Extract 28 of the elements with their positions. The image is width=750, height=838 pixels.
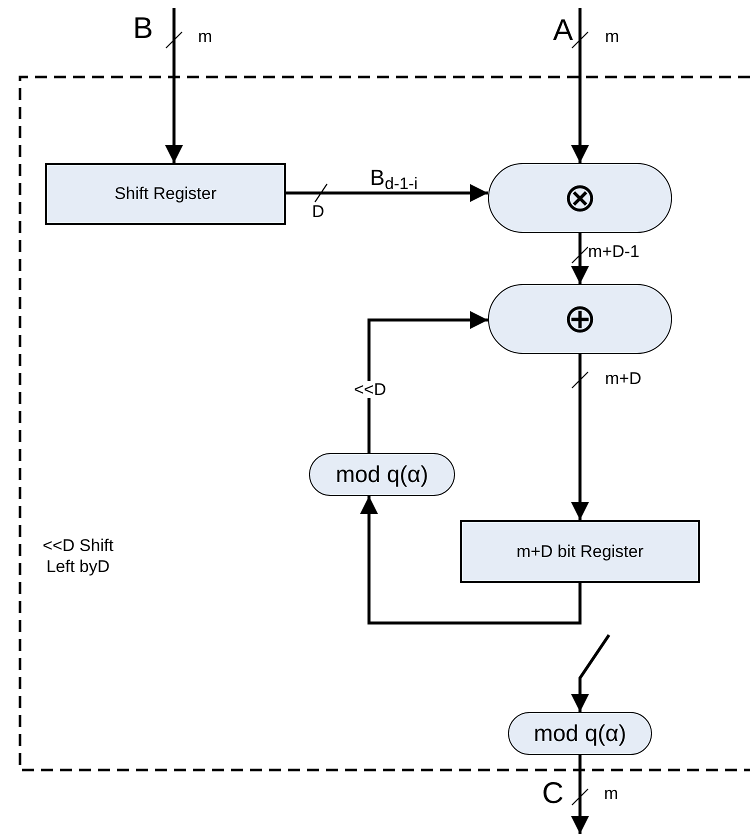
arrow: [571, 8, 589, 163]
register-box: [45, 163, 286, 225]
edge-label: m+D: [605, 370, 642, 387]
signal-label: B$_{d-1-i}$: [370, 164, 418, 192]
edge-label: <<D: [354, 381, 386, 398]
note-text: <<D Shift Left byD: [42, 535, 114, 578]
arrow: [571, 233, 589, 284]
modulo-pill: [508, 712, 652, 755]
arrow: [165, 8, 183, 163]
switch-arrow: [571, 634, 610, 712]
signal-label: B: [133, 11, 154, 47]
edge-label: D: [312, 203, 324, 220]
register-box: [460, 520, 700, 583]
signal-label: C: [542, 776, 564, 812]
edge-label: m+D-1: [588, 243, 640, 260]
operator-symbol: ⊗: [563, 178, 597, 218]
arrow: [286, 184, 488, 202]
node-text: Shift Register: [114, 183, 217, 206]
node-text: mod q(α): [534, 719, 626, 748]
operator-symbol: ⊕: [563, 299, 597, 339]
arrow: [571, 354, 589, 520]
arrow: [360, 496, 582, 624]
arrow: [571, 755, 589, 834]
modulo-pill: [309, 453, 455, 496]
node-text: m+D bit Register: [516, 540, 644, 563]
node-text: mod q(α): [336, 460, 428, 490]
arrow: [368, 311, 488, 453]
signal-label: A: [553, 13, 574, 49]
